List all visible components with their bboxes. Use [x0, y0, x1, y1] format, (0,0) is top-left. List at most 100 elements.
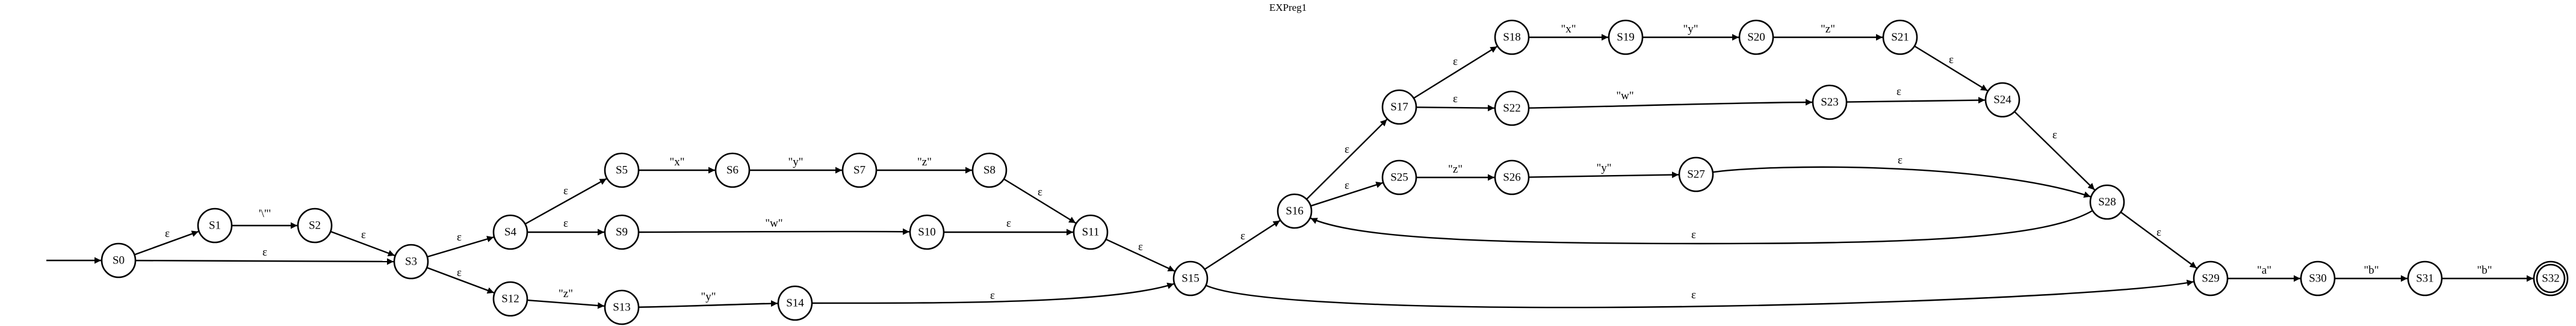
edge-s17-s22: [1416, 105, 1495, 112]
state-s9: S9: [604, 214, 640, 250]
state-label: S26: [1503, 171, 1521, 184]
edge-s12-s13: [527, 299, 605, 309]
state-s12: S12: [492, 281, 528, 317]
edge-label-s19-s20: "y": [1683, 23, 1698, 35]
state-circle: [1678, 156, 1714, 192]
edge-label-s17-s18: ε: [1453, 55, 1458, 68]
state-circle: [604, 152, 640, 188]
state-circle: [1073, 214, 1109, 250]
state-circle: [1172, 260, 1209, 297]
state-s16: S16: [1277, 193, 1313, 229]
state-circle: [1882, 19, 1918, 55]
state-circle: [1494, 159, 1530, 195]
state-s0: S0: [101, 242, 137, 278]
state-circle: [2300, 260, 2336, 297]
state-label: S20: [1747, 31, 1765, 44]
state-circle: [714, 152, 751, 188]
edge-label-s16-s17: ε: [1345, 143, 1349, 156]
state-s26: S26: [1494, 159, 1530, 195]
state-label: S25: [1390, 171, 1408, 184]
state-label: S30: [2309, 272, 2327, 285]
state-circle: [604, 214, 640, 250]
state-circle: [971, 152, 1008, 188]
state-label: S19: [1617, 31, 1635, 44]
state-circle: [2193, 260, 2229, 297]
edge-label-s7-s8: "z": [917, 156, 932, 168]
state-circle: [2407, 260, 2443, 297]
state-label: S8: [983, 164, 995, 177]
state-s23: S23: [1812, 84, 1848, 120]
edge-label-s23-s24: ε: [1896, 85, 1901, 98]
state-s22: S22: [1494, 90, 1530, 126]
state-circle: [297, 208, 333, 244]
state-s30: S30: [2300, 260, 2336, 297]
edge-label-s18-s19: "x": [1561, 23, 1576, 35]
state-s18: S18: [1494, 19, 1530, 55]
edge-label-s16-s25: ε: [1345, 179, 1349, 192]
state-circle: [777, 285, 813, 321]
state-circle: [1812, 84, 1848, 120]
edge-s2-s3: [330, 230, 395, 257]
edge-label-s2-s3: ε: [361, 229, 366, 241]
state-label: S21: [1891, 31, 1909, 44]
diagram-title: EXPreg1: [1269, 2, 1307, 13]
state-label: S7: [853, 164, 865, 177]
state-s2: S2: [297, 208, 333, 244]
state-label: S6: [726, 164, 738, 177]
edge-label-s26-s27: "y": [1596, 162, 1611, 174]
edge-label-s8-s11: ε: [1038, 186, 1042, 198]
edge-label-s24-s28: ε: [2052, 129, 2057, 141]
state-circle: [1738, 19, 1774, 55]
state-label: S32: [2542, 272, 2560, 285]
state-circle: [1381, 159, 1417, 195]
state-label: S27: [1687, 168, 1705, 181]
state-s19: S19: [1608, 19, 1644, 55]
state-circle: [1608, 19, 1644, 55]
edge-s3-s4: [427, 236, 494, 258]
edge-label-s28-s29: ε: [2156, 226, 2161, 239]
state-label: S1: [209, 220, 221, 232]
state-label: S31: [2416, 272, 2434, 285]
edge-label-s1-s2: '\"': [259, 208, 271, 220]
state-circle: [1494, 19, 1530, 55]
state-circle: [1984, 82, 2020, 118]
edge-s13-s14: [638, 300, 778, 308]
state-s28: S28: [2089, 184, 2125, 220]
state-s20: S20: [1738, 19, 1774, 55]
edge-s4-s5: [524, 178, 607, 225]
edge-s15-s29: [1206, 279, 2194, 309]
edge-label-s14-s15: ε: [990, 289, 995, 302]
state-s1: S1: [197, 208, 233, 244]
edge-s24-s28: [2014, 111, 2096, 191]
edge-label-s22-s23: "w": [1616, 90, 1633, 102]
edge-label-s4-s5: ε: [563, 185, 568, 197]
edge-s17-s18: [1413, 46, 1497, 99]
state-s11: S11: [1073, 214, 1109, 250]
state-circle: [197, 208, 233, 244]
edge-s3-s12: [426, 266, 495, 294]
edge-s26-s27: [1528, 171, 1679, 179]
state-s8: S8: [971, 152, 1008, 188]
edge-label-s25-s26: "z": [1448, 163, 1463, 176]
edge-label-s11-s15: ε: [1138, 241, 1143, 253]
edge-label-s28-s16: ε: [1691, 229, 1696, 241]
state-circle: [1277, 193, 1313, 229]
state-s27: S27: [1678, 156, 1714, 192]
state-circle: [393, 244, 429, 280]
state-label: S28: [2098, 196, 2116, 209]
edge-label-s3-s12: ε: [457, 266, 462, 279]
edge-label-s30-s31: "b": [2364, 264, 2379, 277]
state-circle: [101, 242, 137, 278]
state-s21: S21: [1882, 19, 1918, 55]
state-label: S2: [309, 220, 321, 232]
state-s10: S10: [909, 214, 945, 250]
state-s7: S7: [841, 152, 878, 188]
edge-label-s17-s22: ε: [1453, 93, 1458, 105]
state-label: S12: [501, 293, 519, 306]
state-circle: [492, 281, 528, 317]
state-circle: [604, 289, 640, 325]
edge-label-s4-s9: ε: [563, 217, 568, 230]
edge-s11-s15: [1105, 238, 1175, 272]
edge-label-s3-s4: ε: [457, 231, 462, 244]
